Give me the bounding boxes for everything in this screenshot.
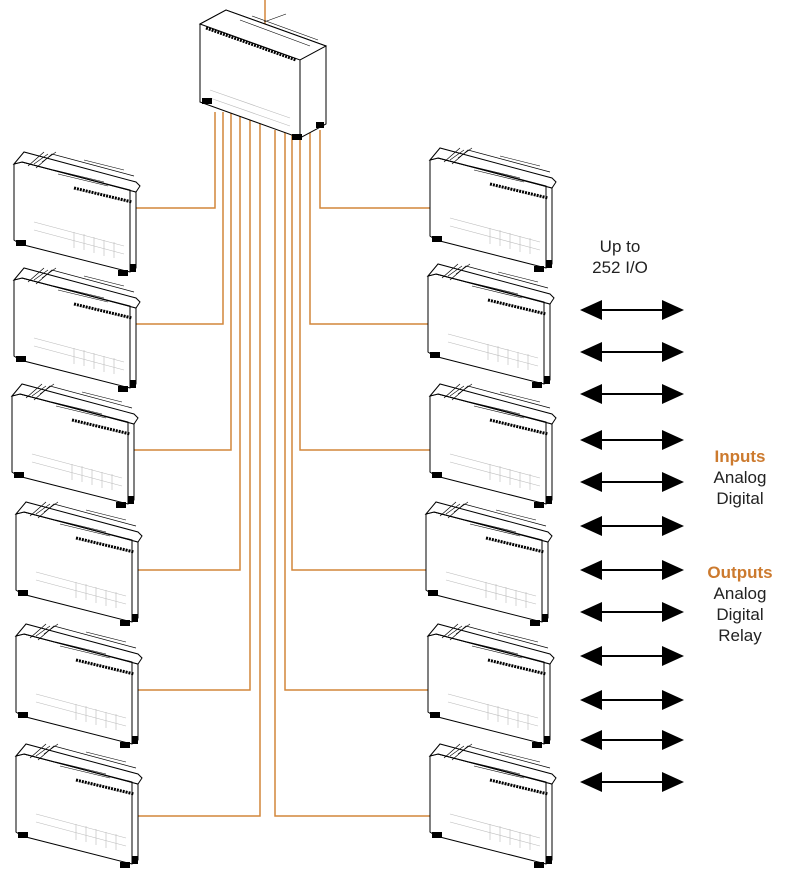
- modules: [10, 8, 558, 870]
- right-wire-1: [319, 130, 436, 209]
- io-arrow-10: [580, 690, 684, 710]
- left-module-1: [12, 150, 142, 278]
- right-module-3: [428, 382, 558, 510]
- io-arrows: [580, 300, 684, 792]
- io-arrow-4: [580, 430, 684, 450]
- left-wire-2: [118, 112, 224, 325]
- left-wire-1: [118, 112, 216, 209]
- io-capacity-label: Up to 252 I/O: [570, 236, 670, 278]
- io-arrow-6: [580, 516, 684, 536]
- capacity-line-1: Up to: [599, 237, 641, 256]
- right-wire-5: [284, 130, 436, 691]
- right-module-6: [428, 742, 558, 870]
- left-module-5: [14, 622, 144, 750]
- left-wire-6: [118, 112, 261, 817]
- left-module-3: [10, 382, 140, 510]
- io-arrow-5: [580, 472, 684, 492]
- inputs-heading: Inputs: [714, 447, 766, 466]
- right-module-5: [426, 622, 556, 750]
- left-module-6: [14, 742, 144, 870]
- master-module: [198, 8, 328, 142]
- io-arrow-7: [580, 560, 684, 580]
- io-arrow-11: [580, 730, 684, 750]
- outputs-label: Outputs Analog Digital Relay: [690, 562, 790, 646]
- capacity-line-2: 252 I/O: [592, 258, 648, 277]
- right-module-1: [428, 146, 558, 274]
- io-arrow-3: [580, 384, 684, 404]
- inputs-item-analog: Analog: [713, 468, 767, 487]
- left-wire-3: [118, 112, 232, 451]
- io-arrow-9: [580, 646, 684, 666]
- right-module-4: [424, 500, 554, 628]
- right-wire-3: [299, 130, 436, 451]
- io-arrow-1: [580, 300, 684, 320]
- outputs-item-relay: Relay: [718, 626, 762, 645]
- right-wire-2: [309, 130, 436, 325]
- outputs-heading: Outputs: [707, 563, 773, 582]
- wiring: [118, 0, 436, 817]
- right-module-2: [426, 262, 556, 390]
- io-arrow-12: [580, 772, 684, 792]
- left-module-4: [14, 500, 144, 628]
- left-wire-5: [118, 112, 251, 691]
- io-arrow-8: [580, 602, 684, 622]
- right-wire-6: [274, 130, 436, 817]
- outputs-item-digital: Digital: [716, 605, 764, 624]
- right-wire-4: [291, 130, 436, 571]
- left-module-2: [12, 266, 142, 394]
- inputs-item-digital: Digital: [716, 489, 764, 508]
- left-wire-4: [118, 112, 241, 571]
- inputs-label: Inputs Analog Digital: [690, 446, 790, 509]
- io-arrow-2: [580, 342, 684, 362]
- outputs-item-analog: Analog: [713, 584, 767, 603]
